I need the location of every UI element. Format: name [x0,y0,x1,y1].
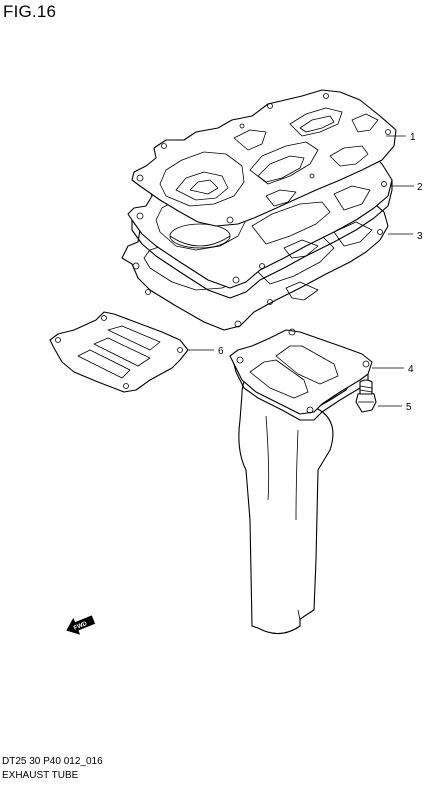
callout-2: 2 [417,182,423,193]
callout-6: 6 [218,346,224,357]
gasket-part-6[interactable] [49,311,189,393]
fwd-arrow-icon: FWD [66,615,96,635]
callout-3: 3 [417,231,423,242]
fwd-label: FWD [73,621,89,632]
exhaust-tube-part-4[interactable] [229,328,373,635]
gasket-part-1[interactable] [131,89,397,227]
figure-title: FIG.16 [3,2,57,21]
callout-1: 1 [410,132,416,143]
bolt-part-5[interactable] [355,379,377,413]
diagram-code: DT25 30 P40 012_016 [2,756,103,767]
diagram-caption: EXHAUST TUBE [2,770,79,781]
callout-5: 5 [406,402,412,413]
callout-4: 4 [408,364,414,375]
